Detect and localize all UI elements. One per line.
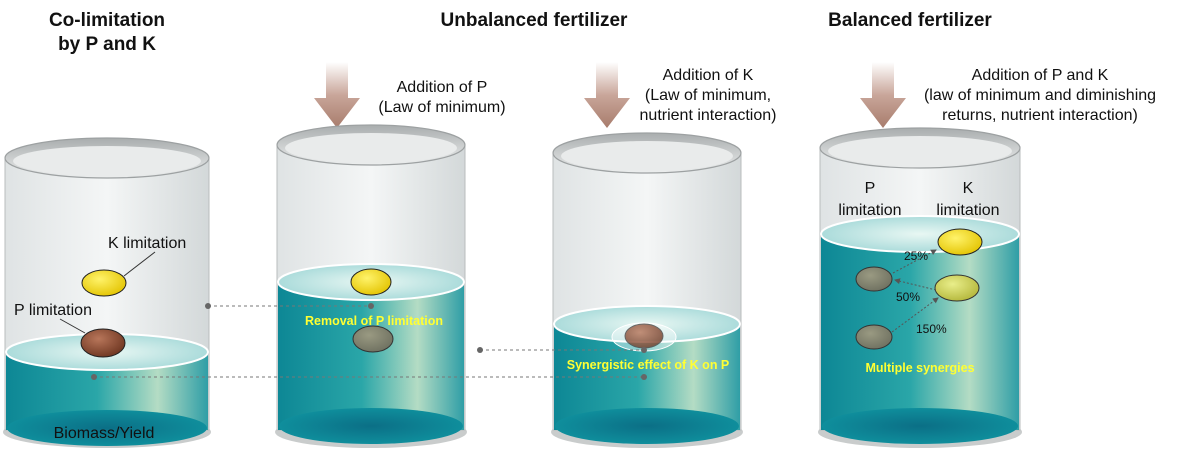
connector-p-level: [477, 347, 647, 353]
k-nutrient-ball: [81, 269, 127, 297]
cylinder-addition-k: [551, 132, 743, 448]
addition-k-line3: nutrient interaction): [640, 107, 777, 124]
multiple-synergies-label: Multiple synergies: [865, 361, 974, 375]
connector-baseline: [91, 374, 647, 380]
addition-k-line1: Addition of K: [663, 67, 754, 84]
k-nutrient-ball: [350, 268, 392, 296]
p-limitation-label: P limitation: [14, 302, 92, 319]
addition-k-line2: (Law of minimum,: [645, 87, 771, 104]
p-nutrient-ball: [624, 323, 664, 349]
p-limitation-label-1: P: [865, 180, 876, 197]
k-nutrient-ball-relieved: [934, 274, 980, 302]
k-limitation-label: K limitation: [108, 235, 186, 252]
arrow-down-icon: [860, 62, 906, 128]
header-colimitation-line2: by P and K: [58, 34, 156, 55]
p-nutrient-ball: [80, 328, 126, 358]
removal-label: Removal of P limitation: [305, 314, 443, 328]
leader-line: [59, 318, 86, 334]
p-limitation-label-2: limitation: [838, 202, 901, 219]
cylinder-addition-p: [275, 124, 467, 448]
header-balanced: Balanced fertilizer: [828, 10, 992, 31]
p-nutrient-ball-relieved: [352, 325, 394, 353]
p-nutrient-ball-relieved: [855, 266, 893, 292]
addition-pk-line1: Addition of P and K: [972, 67, 1109, 84]
synergy-arrow: [891, 297, 939, 333]
percent-50-label: 50%: [896, 290, 920, 304]
synergistic-label: Synergistic effect of K on P: [567, 358, 730, 372]
k-nutrient-ball: [937, 228, 983, 256]
arrow-down-icon: [584, 62, 630, 128]
leader-line: [123, 251, 156, 277]
addition-pk-line2: (law of minimum and diminishing: [924, 87, 1156, 104]
header-colimitation-line1: Co-limitation: [49, 10, 165, 31]
addition-p-line1: Addition of P: [397, 79, 488, 96]
k-limitation-label-1: K: [963, 180, 974, 197]
percent-25-label: 25%: [904, 249, 928, 263]
header-unbalanced: Unbalanced fertilizer: [441, 10, 628, 31]
cylinder-balanced: [818, 127, 1022, 448]
connector-k-level: [205, 303, 374, 309]
synergy-arrow: [892, 249, 937, 274]
synergy-arrow: [894, 278, 937, 291]
addition-p-line2: (Law of minimum): [378, 99, 505, 116]
percent-150-label: 150%: [916, 322, 947, 336]
p-nutrient-ball-relieved: [855, 324, 893, 350]
addition-pk-line3: returns, nutrient interaction): [942, 107, 1138, 124]
arrow-down-icon: [314, 62, 360, 128]
biomass-label: Biomass/Yield: [54, 425, 155, 442]
k-limitation-label-2: limitation: [936, 202, 999, 219]
